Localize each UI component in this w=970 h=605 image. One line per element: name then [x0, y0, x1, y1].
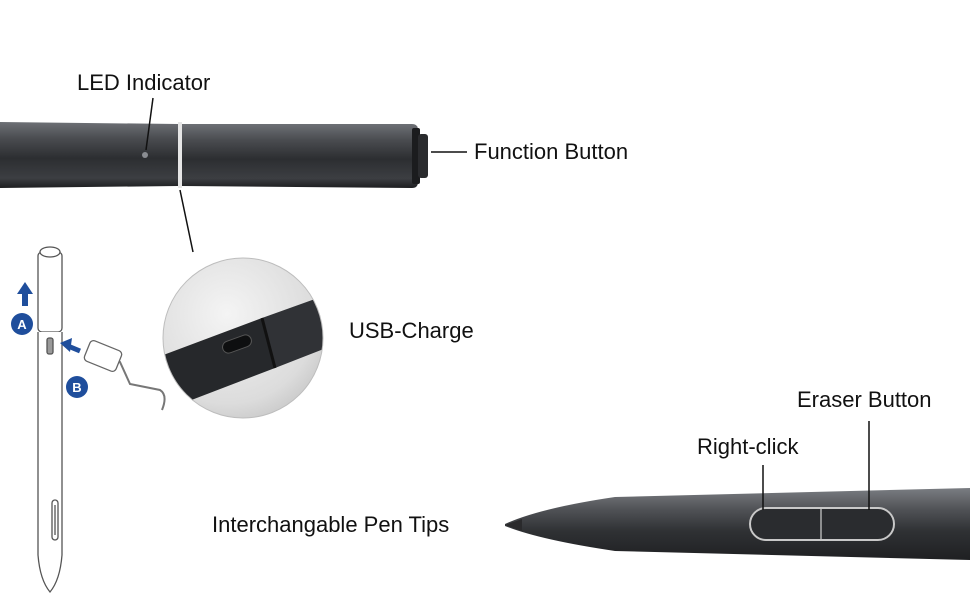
step-b-badge: B — [66, 376, 88, 398]
side-button-pad — [749, 507, 895, 541]
usb-leader-line — [179, 189, 194, 253]
bottom-pen-tip — [505, 488, 970, 560]
led-dot — [142, 152, 148, 158]
step-a-label: A — [17, 317, 27, 332]
step-b-label: B — [72, 380, 81, 395]
function-button-label: Function Button — [474, 139, 629, 164]
right-click-label: Right-click — [697, 434, 799, 459]
led-indicator-label: LED Indicator — [77, 70, 211, 95]
usb-charge-label: USB-Charge — [349, 318, 474, 343]
step-a-badge: A — [11, 313, 33, 335]
top-pen-barrel — [0, 122, 428, 188]
pen-tips-label: Interchangable Pen Tips — [212, 512, 450, 537]
step-a-arrow — [17, 282, 33, 306]
usb-cable — [83, 339, 166, 411]
step-b-arrow — [60, 338, 81, 354]
led-leader-line — [145, 97, 154, 151]
eraser-button-label: Eraser Button — [797, 387, 932, 412]
usb-zoom-circle — [162, 257, 324, 419]
charging-pen-illustration — [37, 246, 63, 594]
